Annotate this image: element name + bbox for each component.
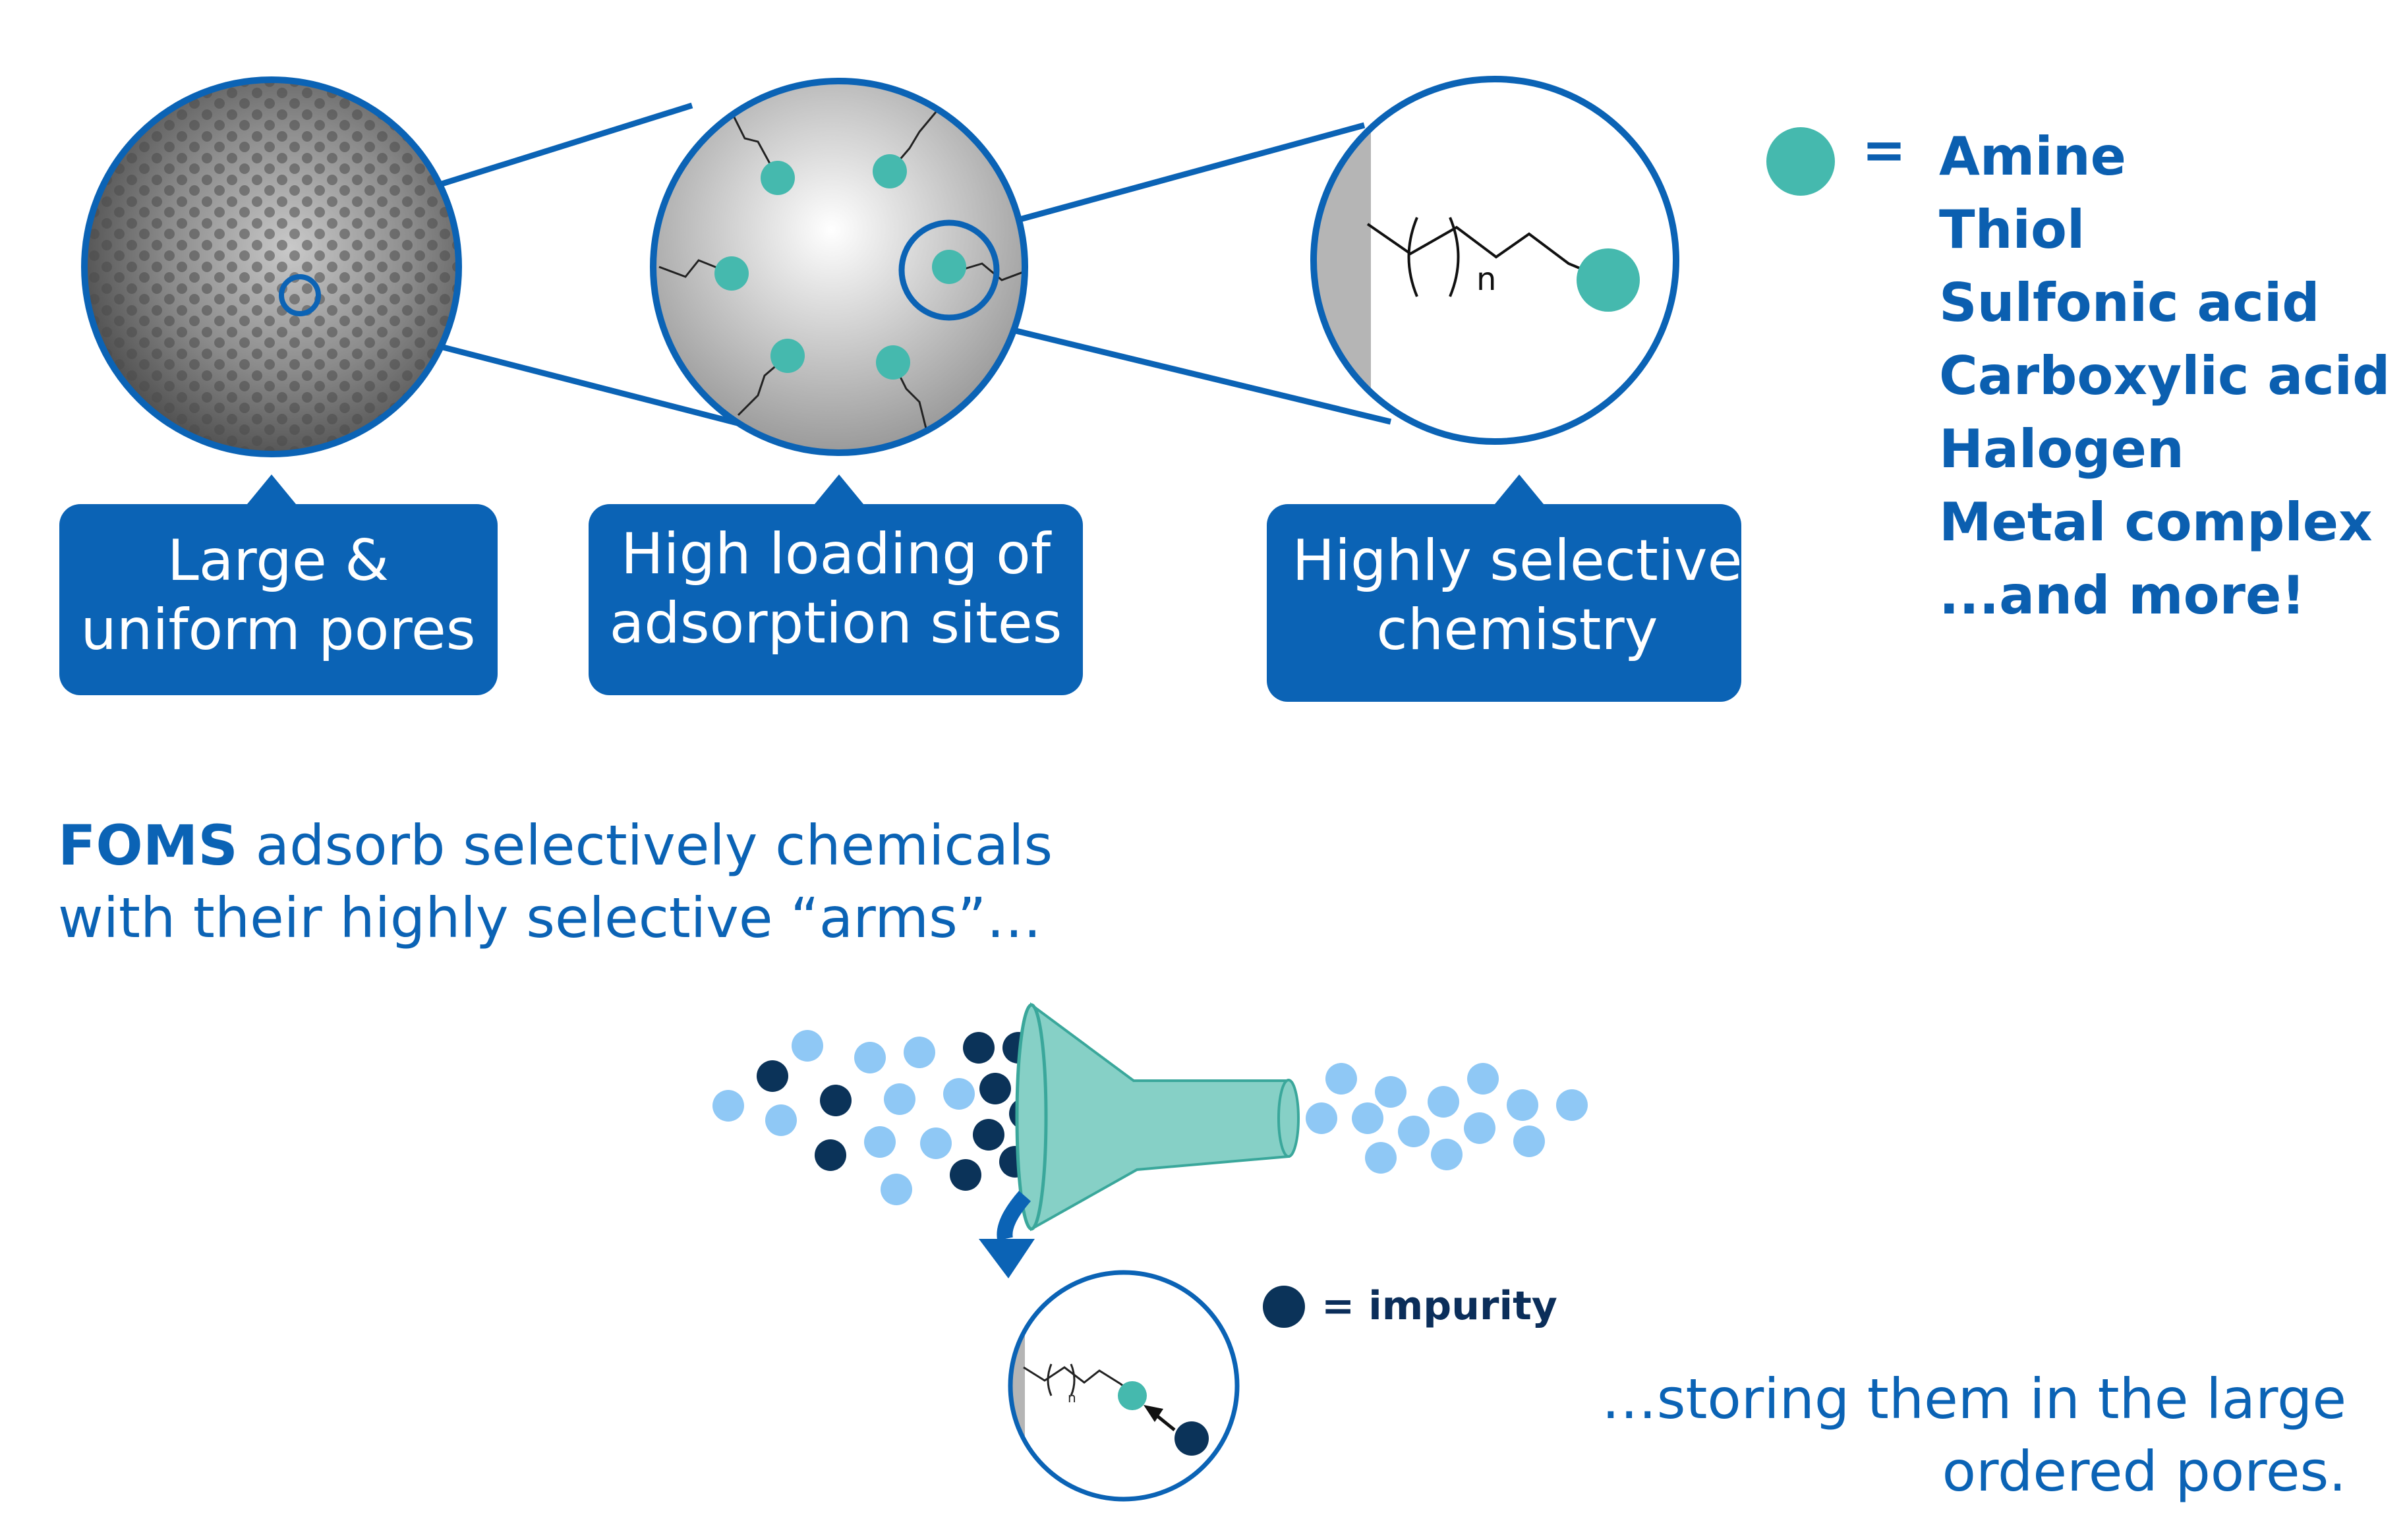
capture-detail-circle: n — [1008, 1270, 1240, 1502]
legend-item: Amine — [1939, 126, 2126, 187]
callout-sites-line1: High loading of — [621, 521, 1052, 587]
storing-line1: …storing them in the large — [1602, 1367, 2346, 1431]
legend-item: Halogen — [1939, 418, 2184, 480]
adsorption-site-dots — [714, 154, 966, 380]
legend-item: Thiol — [1939, 199, 2085, 260]
functional-group-dot — [1577, 248, 1640, 312]
storing-line2: ordered pores. — [1942, 1439, 2346, 1504]
chemistry-circle: n — [1310, 76, 1679, 445]
chain-repeat-label: n — [1476, 261, 1496, 298]
input-particles — [712, 1030, 1041, 1205]
chain-repeat-label-small: n — [1068, 1390, 1076, 1406]
site-highlight — [898, 219, 1000, 321]
funnel-filter — [1015, 1002, 1300, 1232]
callout-sites-line2: adsorption sites — [610, 590, 1062, 656]
legend-item: Sulfonic acid — [1939, 272, 2320, 333]
legend-equals: = — [1862, 119, 1906, 181]
description-rest: adsorb selectively chemicals — [238, 813, 1053, 878]
legend-item: ...and more! — [1939, 565, 2306, 626]
description-line1: FOMS adsorb selectively chemicals — [58, 813, 1053, 878]
adsorption-sites-circle — [650, 78, 1028, 456]
capture-arrow-icon — [979, 1191, 1035, 1278]
callout-pores: Large & uniform pores — [59, 474, 498, 695]
foms-bold: FOMS — [58, 813, 238, 878]
pore-image-circle — [81, 76, 462, 457]
functional-group-legend: = Amine Thiol Sulfonic acid Carboxylic a… — [1766, 119, 2390, 626]
storing-description: …storing them in the large ordered pores… — [1602, 1367, 2346, 1504]
foms-description: FOMS adsorb selectively chemicals with t… — [58, 813, 1053, 950]
callout-chemistry-line2: chemistry — [1376, 597, 1658, 663]
captured-impurity-dot — [1174, 1421, 1209, 1456]
legend-item: Metal complex — [1939, 492, 2373, 553]
captured-site-dot — [1118, 1381, 1147, 1410]
callout-sites: High loading of adsorption sites — [589, 474, 1083, 695]
callout-pores-line1: Large & — [167, 528, 389, 594]
legend-dot-icon — [1766, 127, 1835, 196]
impurity-legend: = impurity — [1263, 1283, 1557, 1329]
pore-highlight — [279, 274, 321, 316]
callout-chemistry-line1: Highly selective — [1292, 528, 1742, 594]
impurity-legend-label: = impurity — [1321, 1283, 1557, 1329]
callout-chemistry: Highly selective chemistry — [1267, 474, 1743, 702]
description-line2: with their highly selective “arms”… — [58, 886, 1041, 950]
callout-pores-line2: uniform pores — [80, 597, 475, 663]
impurity-dot-icon — [1263, 1286, 1305, 1328]
output-particles — [1306, 1063, 1588, 1174]
legend-item: Carboxylic acid — [1939, 345, 2390, 407]
light-particles-in — [712, 1030, 975, 1205]
attraction-arrow-icon — [1144, 1405, 1163, 1422]
